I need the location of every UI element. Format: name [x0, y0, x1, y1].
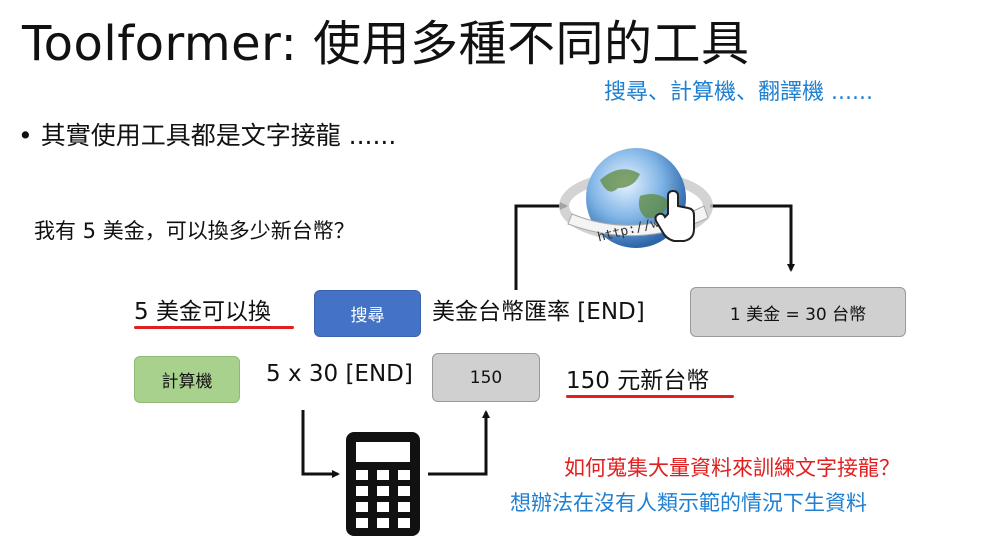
final-answer-text: 150 元新台幣: [566, 368, 710, 394]
row1-prefix-underline: [134, 326, 294, 329]
calc-expression-text: 5 x 30 [END]: [266, 361, 413, 387]
data-collection-question: 如何蒐集大量資料來訓練文字接龍？: [564, 456, 900, 480]
calculator-icon: [346, 432, 420, 536]
example-question: 我有 5 美金，可以換多少新台幣？: [34, 219, 355, 243]
arrow-to-calculator: [301, 410, 340, 478]
calc-result-box: 150: [432, 353, 540, 402]
data-generation-note: 想辦法在沒有人類示範的情況下生資料: [510, 491, 867, 515]
bullet-point: • 其實使用工具都是文字接龍 ......: [18, 121, 397, 150]
final-answer-underline: [566, 395, 734, 398]
arrow-globe-to-result: [710, 204, 795, 272]
search-query-text: 美金台幣匯率 [END]: [432, 299, 645, 325]
globe-www-icon: http://www.: [559, 148, 713, 248]
search-result-box: 1 美金 = 30 台幣: [690, 287, 906, 337]
row1-prefix-text: 5 美金可以換: [134, 299, 271, 325]
search-button[interactable]: 搜尋: [314, 290, 421, 337]
slide-title: Toolformer: 使用多種不同的工具: [22, 16, 750, 72]
tools-list-text: 搜尋、計算機、翻譯機 ......: [604, 80, 873, 105]
calculator-button[interactable]: 計算機: [134, 356, 240, 403]
arrow-to-globe: [514, 202, 568, 290]
arrow-calculator-to-result: [428, 410, 490, 476]
